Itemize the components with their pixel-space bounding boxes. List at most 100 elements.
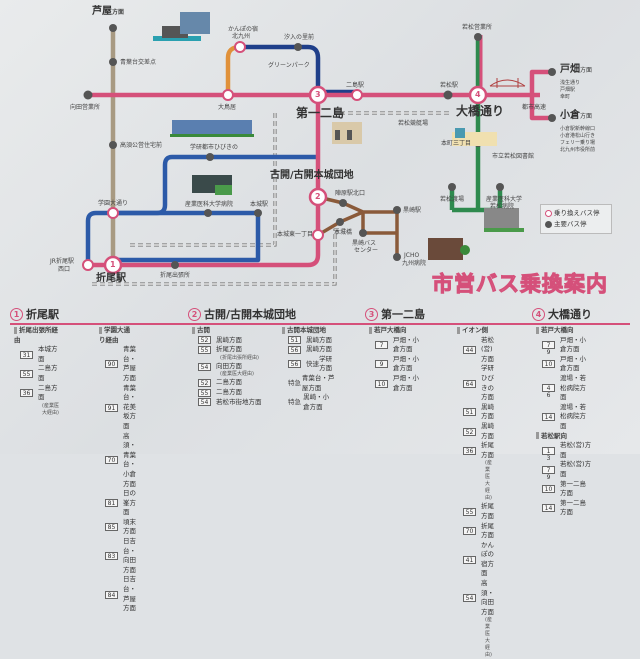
label-wakamatsu-port: 若松渡場 <box>440 196 465 203</box>
section-number: 2 <box>188 307 201 321</box>
route-row: 54 若松市街地方面 <box>192 398 262 408</box>
stop-dot <box>359 229 367 237</box>
route-number-badge: 7 <box>375 341 388 350</box>
route-number-badge: 44 <box>463 345 476 354</box>
route-destination: 渡場・若松病院方面 <box>560 402 586 430</box>
route-destination: 二島方面 <box>38 383 58 402</box>
route-destination: 青葉台・花美坂方面 <box>123 383 136 430</box>
stop-heading: 若戸大橋向 <box>369 326 425 336</box>
route-brown <box>317 195 399 257</box>
route-row: 41 かんぽの宿方面 <box>457 541 494 579</box>
route-number-badge: 10 <box>542 360 555 369</box>
label-wakamatsu-office: 若松営業所 <box>462 24 493 31</box>
route-number-badge: 36 <box>20 389 33 398</box>
label-green-park: グリーンパーク <box>268 62 310 69</box>
stop-dot <box>548 114 556 122</box>
route-destination: 戸畑・小倉方面 <box>560 354 586 373</box>
label-kokura: 小倉方面 <box>560 110 593 121</box>
transfer-ring <box>222 89 234 101</box>
stop-dot <box>548 68 556 76</box>
route-note: (産業医大経由) <box>42 402 59 416</box>
label-jinbaru: 陣原駅北口 <box>335 190 366 197</box>
label-tobata: 戸畑方面 <box>560 64 593 75</box>
route-number-badge: 54 <box>463 594 476 603</box>
route-number-badge: 4 6 <box>542 384 555 399</box>
route-row: 10 戸畑・小倉方面 <box>536 355 592 374</box>
route-destination: 渡場・若松病院方面 <box>560 373 586 402</box>
stop-dot <box>496 183 504 191</box>
route-destination: 向田方面 <box>216 361 242 370</box>
stop-dot <box>393 253 401 261</box>
route-note: (産業医大経由) <box>485 617 492 659</box>
route-destination: 青葉台・芦屋方面 <box>123 345 136 382</box>
route-number-badge: 52 <box>463 427 476 436</box>
route-number-badge: 70 <box>463 527 476 536</box>
hub-1-number: 1 <box>110 260 116 269</box>
route-destination: 黒崎方面 <box>481 402 494 421</box>
stop-heading: 若戸大橋向 <box>536 326 592 336</box>
bus-transfer-board: 芦屋方面 青葉台交差点 向田営業所 高須公営住宅前 学園大通り JR折尾駅 西口… <box>0 0 640 454</box>
route-number-badge: 81 <box>105 499 118 508</box>
route-number-badge: 90 <box>105 360 118 369</box>
label-orio-station: 折尾駅 <box>96 273 126 284</box>
transfer-ring <box>107 207 119 219</box>
kokura-stops: 小倉駅新幹線口小倉港松山行きフェリー乗り場北九州市役所前 <box>560 126 596 153</box>
route-row: 4 6 渡場・若松病院方面 <box>536 374 592 403</box>
transfer-ring <box>312 229 324 241</box>
route-destination: 黒崎方面 <box>216 335 242 344</box>
route-number-badge: 10 <box>542 485 555 494</box>
route-number-badge: 54 <box>198 398 211 407</box>
route-number-badge: 55 <box>198 388 211 397</box>
route-destination: 高須・向田方面 <box>481 579 494 616</box>
route-number-badge: 10 <box>375 379 388 388</box>
route-green <box>449 35 503 213</box>
stop-dot <box>109 58 117 66</box>
route-row: 54 高須・向田方面 <box>457 579 494 617</box>
route-navy <box>240 44 357 95</box>
board-title: 市営バス乗換案内 <box>432 272 608 297</box>
transfer-ring <box>82 259 94 271</box>
stop-dot <box>294 43 302 51</box>
route-destination: 若松(営)方面 <box>481 335 494 363</box>
route-destination: 戸畑・小倉方面 <box>393 354 419 373</box>
route-number-badge: 55 <box>20 369 33 378</box>
route-number-badge: 56 <box>288 345 301 354</box>
route-row: 36 二島方面 <box>14 384 59 403</box>
section-number: 1 <box>10 307 23 321</box>
stop-dot <box>204 209 212 217</box>
label-toshi: 都市高速 <box>522 104 547 111</box>
label-kurosaki-bc: 黒崎バス <box>352 240 377 247</box>
stop-dot <box>336 218 344 226</box>
route-destination: 若松市街地方面 <box>216 397 262 406</box>
transfer-ring <box>234 41 246 53</box>
label-shioiri: 汐入の里前 <box>284 34 315 41</box>
stop-heading: イオン側 <box>457 326 494 336</box>
stop-dot <box>448 183 456 191</box>
route-destination: かんぽの宿方面 <box>481 540 494 578</box>
route-destination: 高須・青葉台・小倉方面 <box>123 431 136 488</box>
route-destination: 黒崎・小倉方面 <box>303 393 330 411</box>
route-number-badge: 14 <box>542 413 555 422</box>
route-number-badge: 84 <box>105 590 118 599</box>
label-library: 市立若松図書館 <box>492 153 535 160</box>
hub-4 <box>468 85 488 105</box>
route-number-badge: 41 <box>463 555 476 564</box>
building-illustrations <box>153 12 524 260</box>
hub-3-number: 3 <box>315 90 321 99</box>
route-map <box>82 12 556 286</box>
